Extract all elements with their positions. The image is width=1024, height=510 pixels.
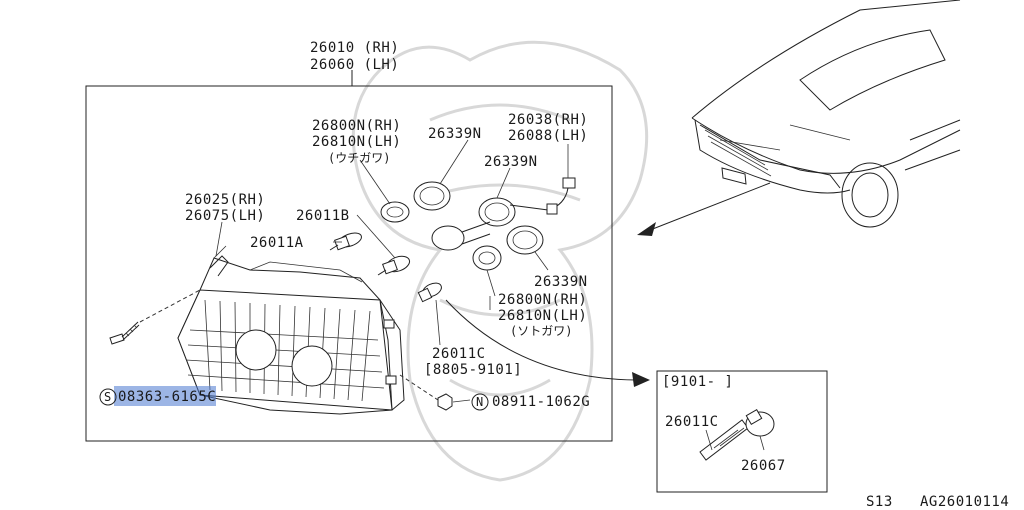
inset-arrow bbox=[445, 299, 641, 381]
bulb-c-label: 26011C bbox=[432, 346, 486, 362]
screw-part bbox=[109, 289, 201, 345]
headlamp-housing bbox=[177, 245, 405, 415]
assembly-rh-label: 26010 (RH) bbox=[310, 40, 399, 56]
socket-outer bbox=[472, 245, 502, 271]
socket-outer-note: (ソトガワ) bbox=[510, 324, 572, 338]
bulb-b bbox=[377, 255, 411, 276]
text-selection-highlight bbox=[114, 386, 216, 406]
socket-outer-rh-label: 26800N(RH) bbox=[498, 292, 587, 308]
ring-c bbox=[506, 225, 544, 255]
ring-b bbox=[478, 197, 516, 227]
harness bbox=[509, 177, 576, 215]
watermark bbox=[351, 40, 649, 482]
car-outline bbox=[691, 0, 961, 228]
socket-inner-lh-label: 26810N(LH) bbox=[312, 134, 401, 150]
ring-c-label: 26339N bbox=[534, 274, 588, 290]
socket-inner-note: (ウチガワ) bbox=[328, 151, 390, 165]
socket-inner-rh-label: 26800N(RH) bbox=[312, 118, 401, 134]
inset-leader-bulb bbox=[705, 429, 713, 451]
bulb-a-label: 26011A bbox=[250, 235, 304, 251]
bulb-c bbox=[417, 282, 442, 303]
leader-lines bbox=[215, 139, 569, 403]
inset-leader-socket bbox=[759, 435, 765, 451]
ring-b-label: 26339N bbox=[484, 154, 538, 170]
socket-outer-lh-label: 26810N(LH) bbox=[498, 308, 587, 324]
ring-a-label: 26339N bbox=[428, 126, 482, 142]
bulb-a bbox=[329, 232, 362, 251]
inset-frame bbox=[656, 370, 828, 493]
housing-rh-label: 26025(RH) bbox=[185, 192, 265, 208]
car-arrow bbox=[644, 182, 771, 233]
nut-part-number: 08911-1062G bbox=[492, 394, 590, 410]
main-frame bbox=[85, 85, 613, 442]
inset-socket bbox=[745, 408, 775, 437]
inset-range-label: [9101- ] bbox=[662, 374, 733, 390]
assembly-lh-label: 26060 (LH) bbox=[310, 57, 399, 73]
bulb-c-range-label: [8805-9101] bbox=[424, 362, 522, 378]
car-arrow-head bbox=[637, 222, 656, 236]
screw-circle bbox=[99, 388, 117, 406]
inset-arrow-head bbox=[632, 372, 650, 387]
housing-lh-label: 26075(LH) bbox=[185, 208, 265, 224]
nut-prefix: N bbox=[476, 395, 483, 409]
footer-figure-id: AG26010114 bbox=[920, 494, 1009, 510]
main-socket bbox=[431, 221, 491, 251]
harness-lh-label: 26088(LH) bbox=[508, 128, 588, 144]
socket-inner bbox=[380, 201, 410, 223]
screw-prefix: S bbox=[104, 390, 111, 404]
screw-part-number: 08363-6165C bbox=[118, 389, 216, 405]
inset-bulb-label: 26011C bbox=[665, 414, 719, 430]
harness-rh-label: 26038(RH) bbox=[508, 112, 588, 128]
footer-section: S13 bbox=[866, 494, 893, 510]
ring-a bbox=[413, 181, 451, 211]
nut-circle bbox=[471, 393, 489, 411]
inset-socket-label: 26067 bbox=[741, 458, 786, 474]
nut-part bbox=[399, 374, 453, 411]
bulb-b-label: 26011B bbox=[296, 208, 350, 224]
